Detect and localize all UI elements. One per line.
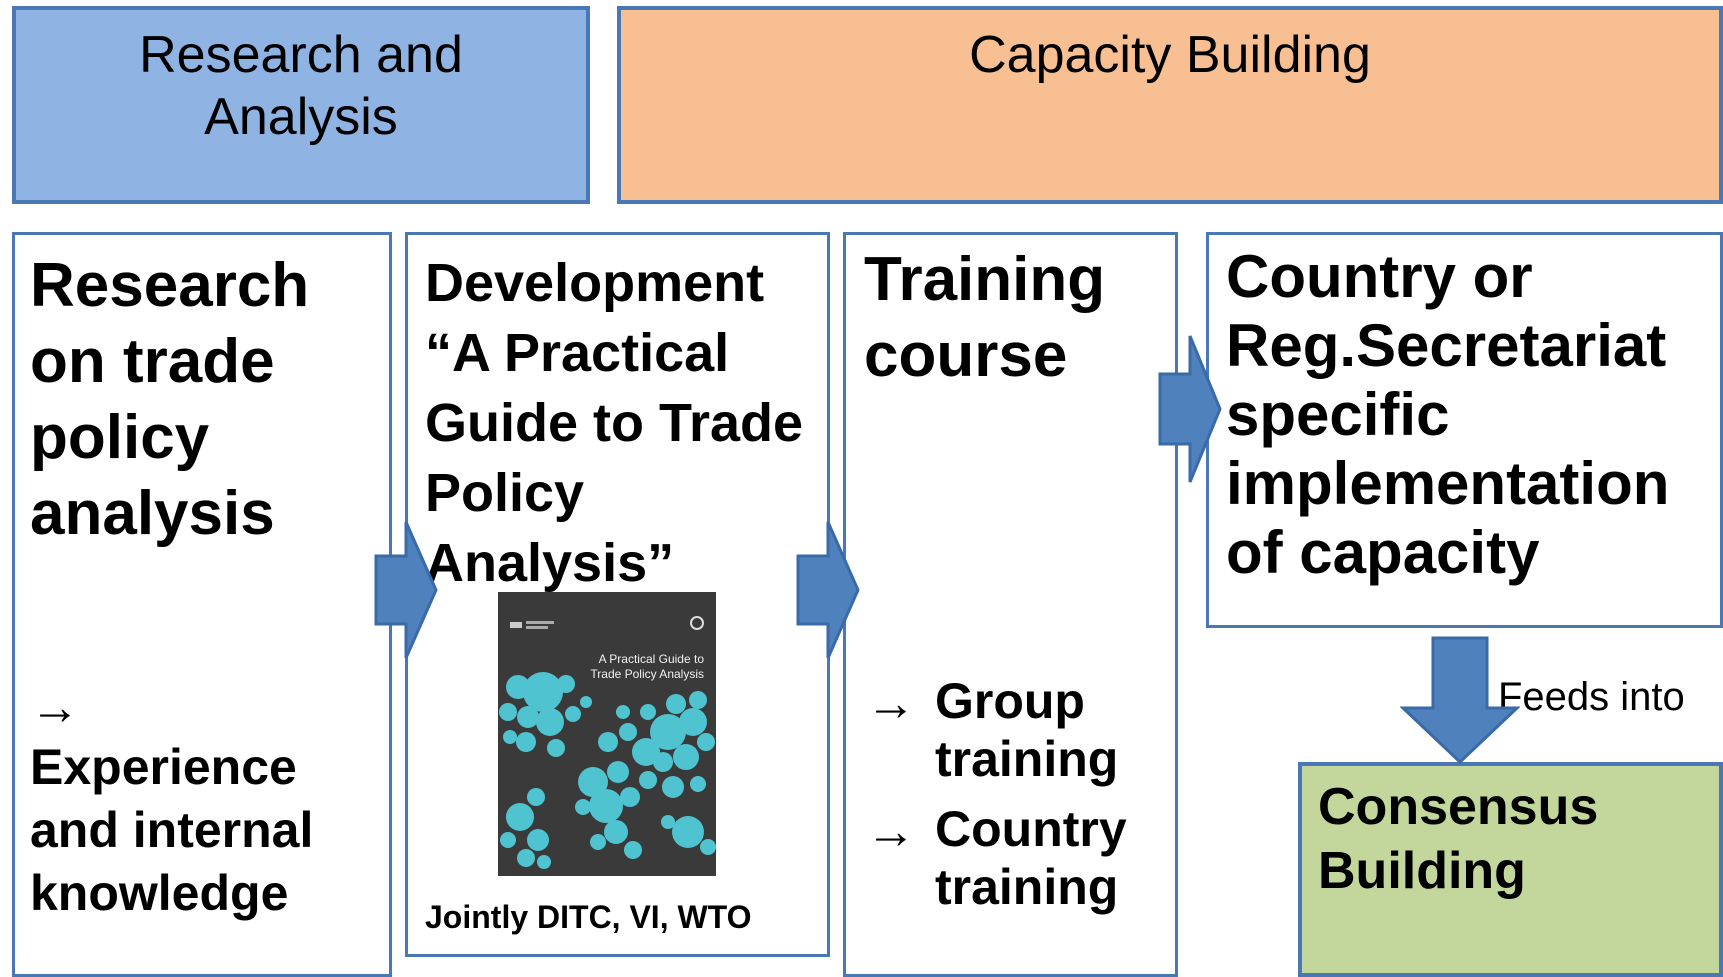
world-map-icon bbox=[499, 672, 716, 869]
training-arrow-symbol-1: → bbox=[866, 675, 916, 731]
training-box bbox=[843, 232, 1178, 977]
header-research-analysis: Research and Analysis bbox=[12, 6, 590, 204]
book-cover: A Practical Guide to Trade Policy Analys… bbox=[498, 592, 716, 876]
header-capacity-building: Capacity Building bbox=[617, 6, 1723, 204]
header-research-analysis-label: Research and Analysis bbox=[139, 26, 463, 146]
book-cover-title: A Practical Guide to Trade Policy Analys… bbox=[590, 652, 704, 681]
header-capacity-building-label: Capacity Building bbox=[969, 26, 1371, 84]
block-arrow-down-icon bbox=[1400, 636, 1520, 765]
wto-logo-icon bbox=[510, 621, 554, 629]
country-title: Country or Reg.Secretariat specific impl… bbox=[1226, 243, 1670, 586]
consensus-box bbox=[1298, 762, 1723, 977]
feeds-into-label: Feeds into bbox=[1498, 675, 1685, 719]
training-item-group: Group training bbox=[935, 673, 1119, 787]
training-title: Training course bbox=[864, 245, 1106, 390]
development-title: Development “A Practical Guide to Trade … bbox=[425, 253, 804, 593]
training-arrow-symbol-2: → bbox=[866, 803, 916, 859]
block-arrow-right-icon bbox=[374, 521, 438, 659]
development-caption: Jointly DITC, VI, WTO bbox=[425, 899, 752, 935]
block-arrow-right-icon bbox=[1158, 335, 1222, 483]
consensus-title: Consensus Building bbox=[1318, 778, 1599, 900]
research-box bbox=[12, 232, 392, 977]
un-logo-icon bbox=[690, 616, 704, 630]
research-arrow-symbol: → bbox=[30, 679, 80, 735]
research-title: Research on trade policy analysis bbox=[30, 251, 310, 548]
country-box bbox=[1206, 232, 1723, 628]
block-arrow-right-icon bbox=[796, 521, 860, 659]
training-item-country: Country training bbox=[935, 801, 1127, 915]
research-note: Experience and internal knowledge bbox=[30, 739, 314, 921]
